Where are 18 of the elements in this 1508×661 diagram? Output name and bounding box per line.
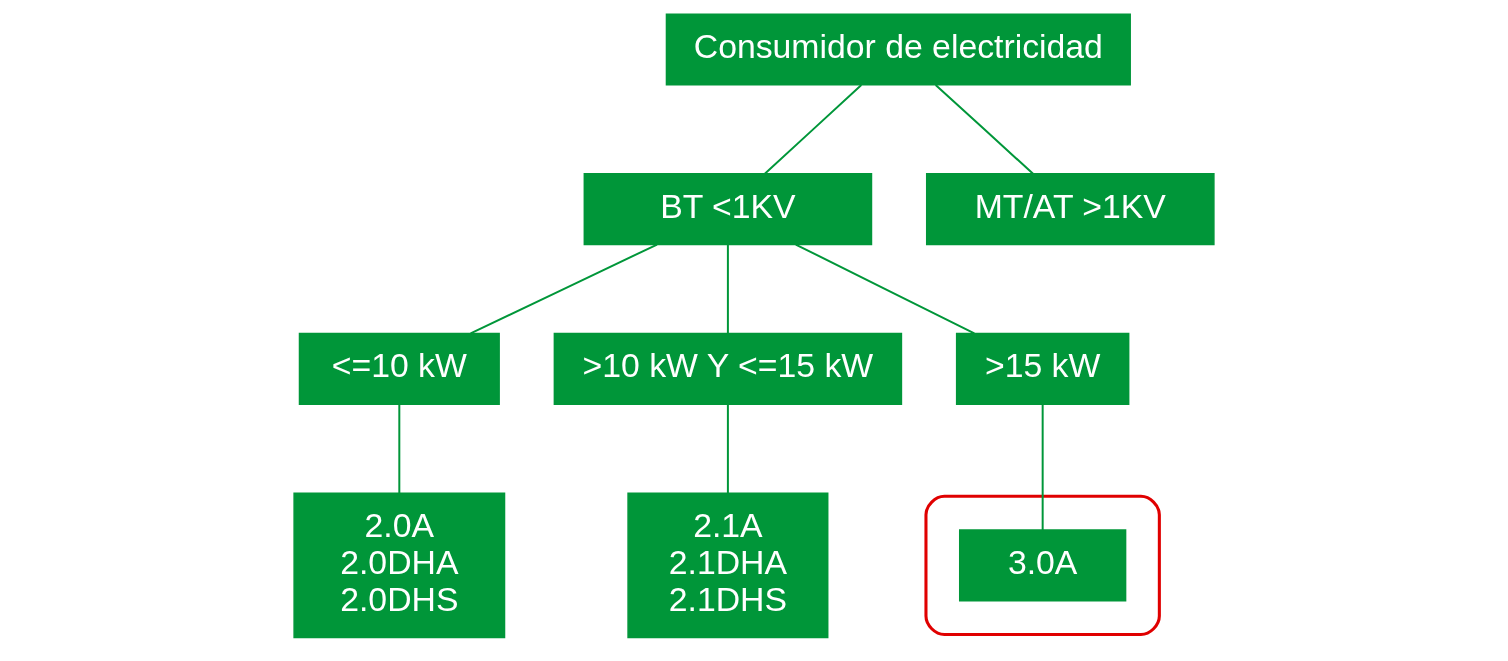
- node-box: 2.1A 2.1DHA 2.1DHS: [627, 492, 829, 639]
- cluster: [924, 494, 1161, 637]
- connector: [763, 84, 863, 175]
- node-box: >10 kW Y <=15 kW: [553, 332, 903, 405]
- node-box: Consumidor de electricidad: [665, 13, 1131, 86]
- node-box: <=10 kW: [298, 332, 500, 405]
- node-box: 2.0A 2.0DHA 2.0DHS: [293, 492, 506, 639]
- node-box: BT <1KV: [583, 173, 873, 246]
- connector: [398, 403, 401, 495]
- connector: [1041, 403, 1044, 532]
- connector: [934, 84, 1035, 175]
- node-box: >15 kW: [955, 332, 1130, 405]
- connector: [726, 403, 729, 495]
- connector: [469, 243, 658, 335]
- connector: [726, 243, 729, 335]
- node-box: MT/AT >1KV: [925, 173, 1215, 246]
- node-box: 3.0A: [959, 529, 1127, 602]
- connector: [794, 243, 976, 335]
